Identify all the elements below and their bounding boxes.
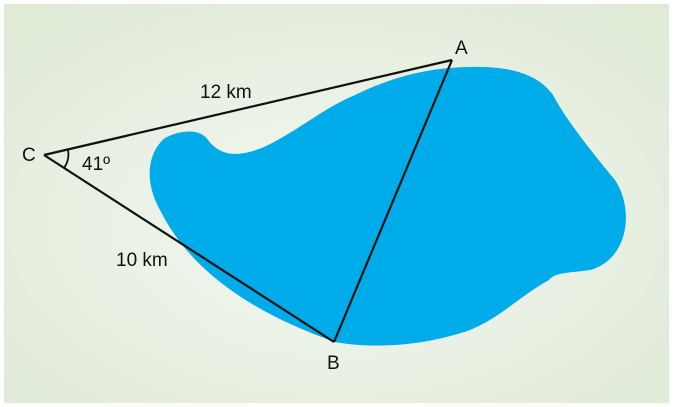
side-ab bbox=[332, 59, 454, 343]
point-c-label: C bbox=[22, 145, 36, 166]
angle-c-arc bbox=[63, 149, 70, 169]
side-cb-length-label: 10 km bbox=[116, 250, 168, 271]
point-b-label: B bbox=[327, 353, 340, 374]
lake-shape bbox=[149, 66, 626, 346]
side-cb bbox=[43, 154, 335, 343]
side-ca bbox=[43, 58, 453, 157]
point-a-label: A bbox=[455, 38, 468, 59]
angle-c-label: 41º bbox=[82, 154, 110, 175]
side-ca-length-label: 12 km bbox=[200, 82, 252, 103]
